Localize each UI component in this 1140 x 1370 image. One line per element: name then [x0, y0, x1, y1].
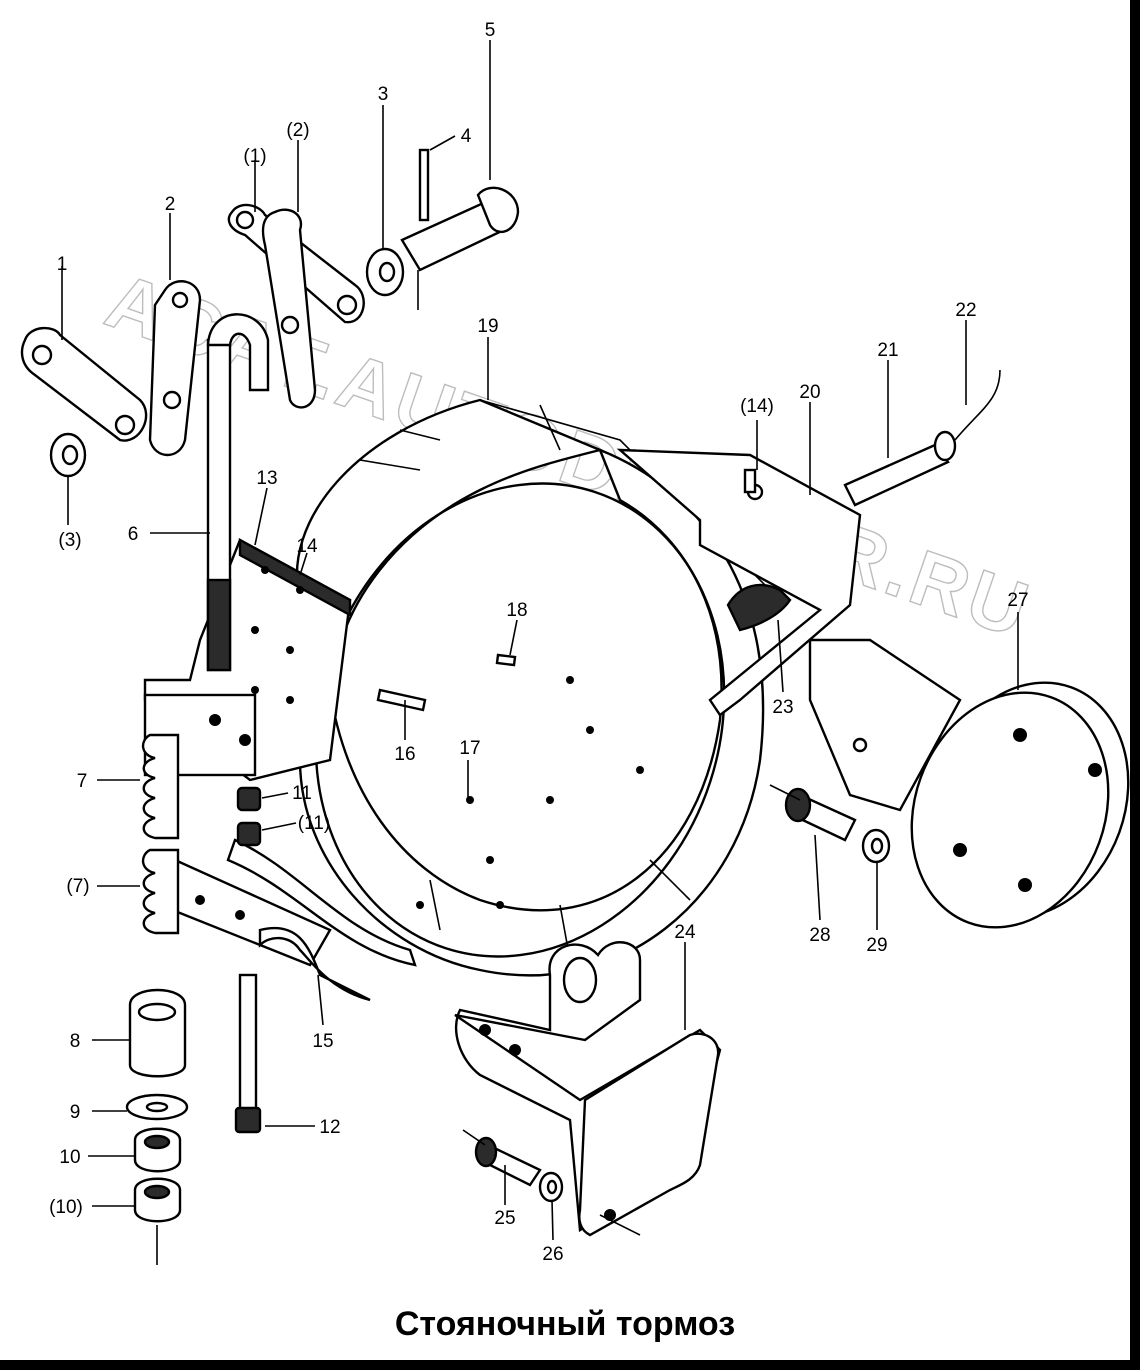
callout-20: 20 — [799, 382, 820, 403]
callout-1-paren: (1) — [243, 146, 266, 167]
callout-28: 28 — [809, 925, 830, 946]
callout-5: 5 — [485, 20, 496, 41]
callout-14: 14 — [296, 536, 318, 557]
spring-23 — [726, 583, 792, 632]
callout-7: 7 — [77, 771, 88, 792]
callout-29: 29 — [866, 935, 887, 956]
callout-1: 1 — [57, 254, 68, 275]
lever-pair-lower — [20, 280, 202, 457]
washers — [49, 247, 405, 478]
callout-27: 27 — [1007, 590, 1028, 611]
callout-9: 9 — [70, 1102, 81, 1123]
callout-24: 24 — [674, 922, 696, 943]
callout-11: 11 — [292, 783, 312, 804]
bolt-12 — [234, 973, 262, 1134]
callout-labels: 5 3 4 (2) (1) 2 1 (3) 6 13 14 19 (14) 20… — [49, 20, 1028, 1265]
callout-17: 17 — [459, 738, 480, 759]
pin-and-bolt — [400, 148, 520, 310]
leader-lines — [61, 40, 1019, 1241]
callout-8: 8 — [70, 1031, 81, 1052]
bolt-and-cable — [843, 369, 1001, 507]
bolt-28-washer-29 — [784, 787, 891, 864]
lever-pair-upper — [227, 203, 365, 409]
callout-11-paren: (11) — [298, 813, 330, 834]
callout-26: 26 — [542, 1244, 563, 1265]
springs-7 — [141, 733, 180, 935]
callout-19: 19 — [477, 316, 498, 337]
callout-16: 16 — [394, 744, 415, 765]
callout-12: 12 — [319, 1117, 340, 1138]
stack-8-9-10 — [125, 988, 189, 1265]
callout-13: 13 — [256, 468, 277, 489]
bolt-25-washer-26 — [474, 1136, 564, 1203]
right-bracket — [616, 448, 862, 717]
callout-22: 22 — [955, 300, 976, 321]
callout-15: 15 — [312, 1031, 333, 1052]
callout-10: 10 — [59, 1147, 80, 1168]
callout-23: 23 — [772, 697, 793, 718]
callout-14-paren: (14) — [740, 396, 774, 417]
diagram-caption: Стояночный тормоз — [394, 1305, 736, 1343]
parking-brake-exploded-view: ACAT.AUTODEALER.RU — [20, 20, 1130, 1265]
callout-21: 21 — [877, 340, 898, 361]
callout-3: 3 — [378, 84, 389, 105]
nuts-11 — [236, 786, 262, 847]
callout-25: 25 — [494, 1208, 515, 1229]
callout-10-paren: (10) — [49, 1197, 83, 1218]
rod — [206, 313, 270, 672]
brake-disc — [808, 638, 1130, 929]
support-bracket — [454, 941, 722, 1237]
pins-16-18 — [376, 653, 517, 712]
brake-lining — [416, 676, 644, 909]
lower-strap — [158, 838, 417, 1002]
callout-4: 4 — [461, 126, 472, 147]
callout-7-paren: (7) — [66, 876, 89, 897]
callout-6: 6 — [128, 524, 139, 545]
callout-18: 18 — [506, 600, 527, 621]
callout-3-paren: (3) — [58, 530, 81, 551]
callout-2: 2 — [165, 194, 176, 215]
callout-2-paren: (2) — [286, 120, 309, 141]
